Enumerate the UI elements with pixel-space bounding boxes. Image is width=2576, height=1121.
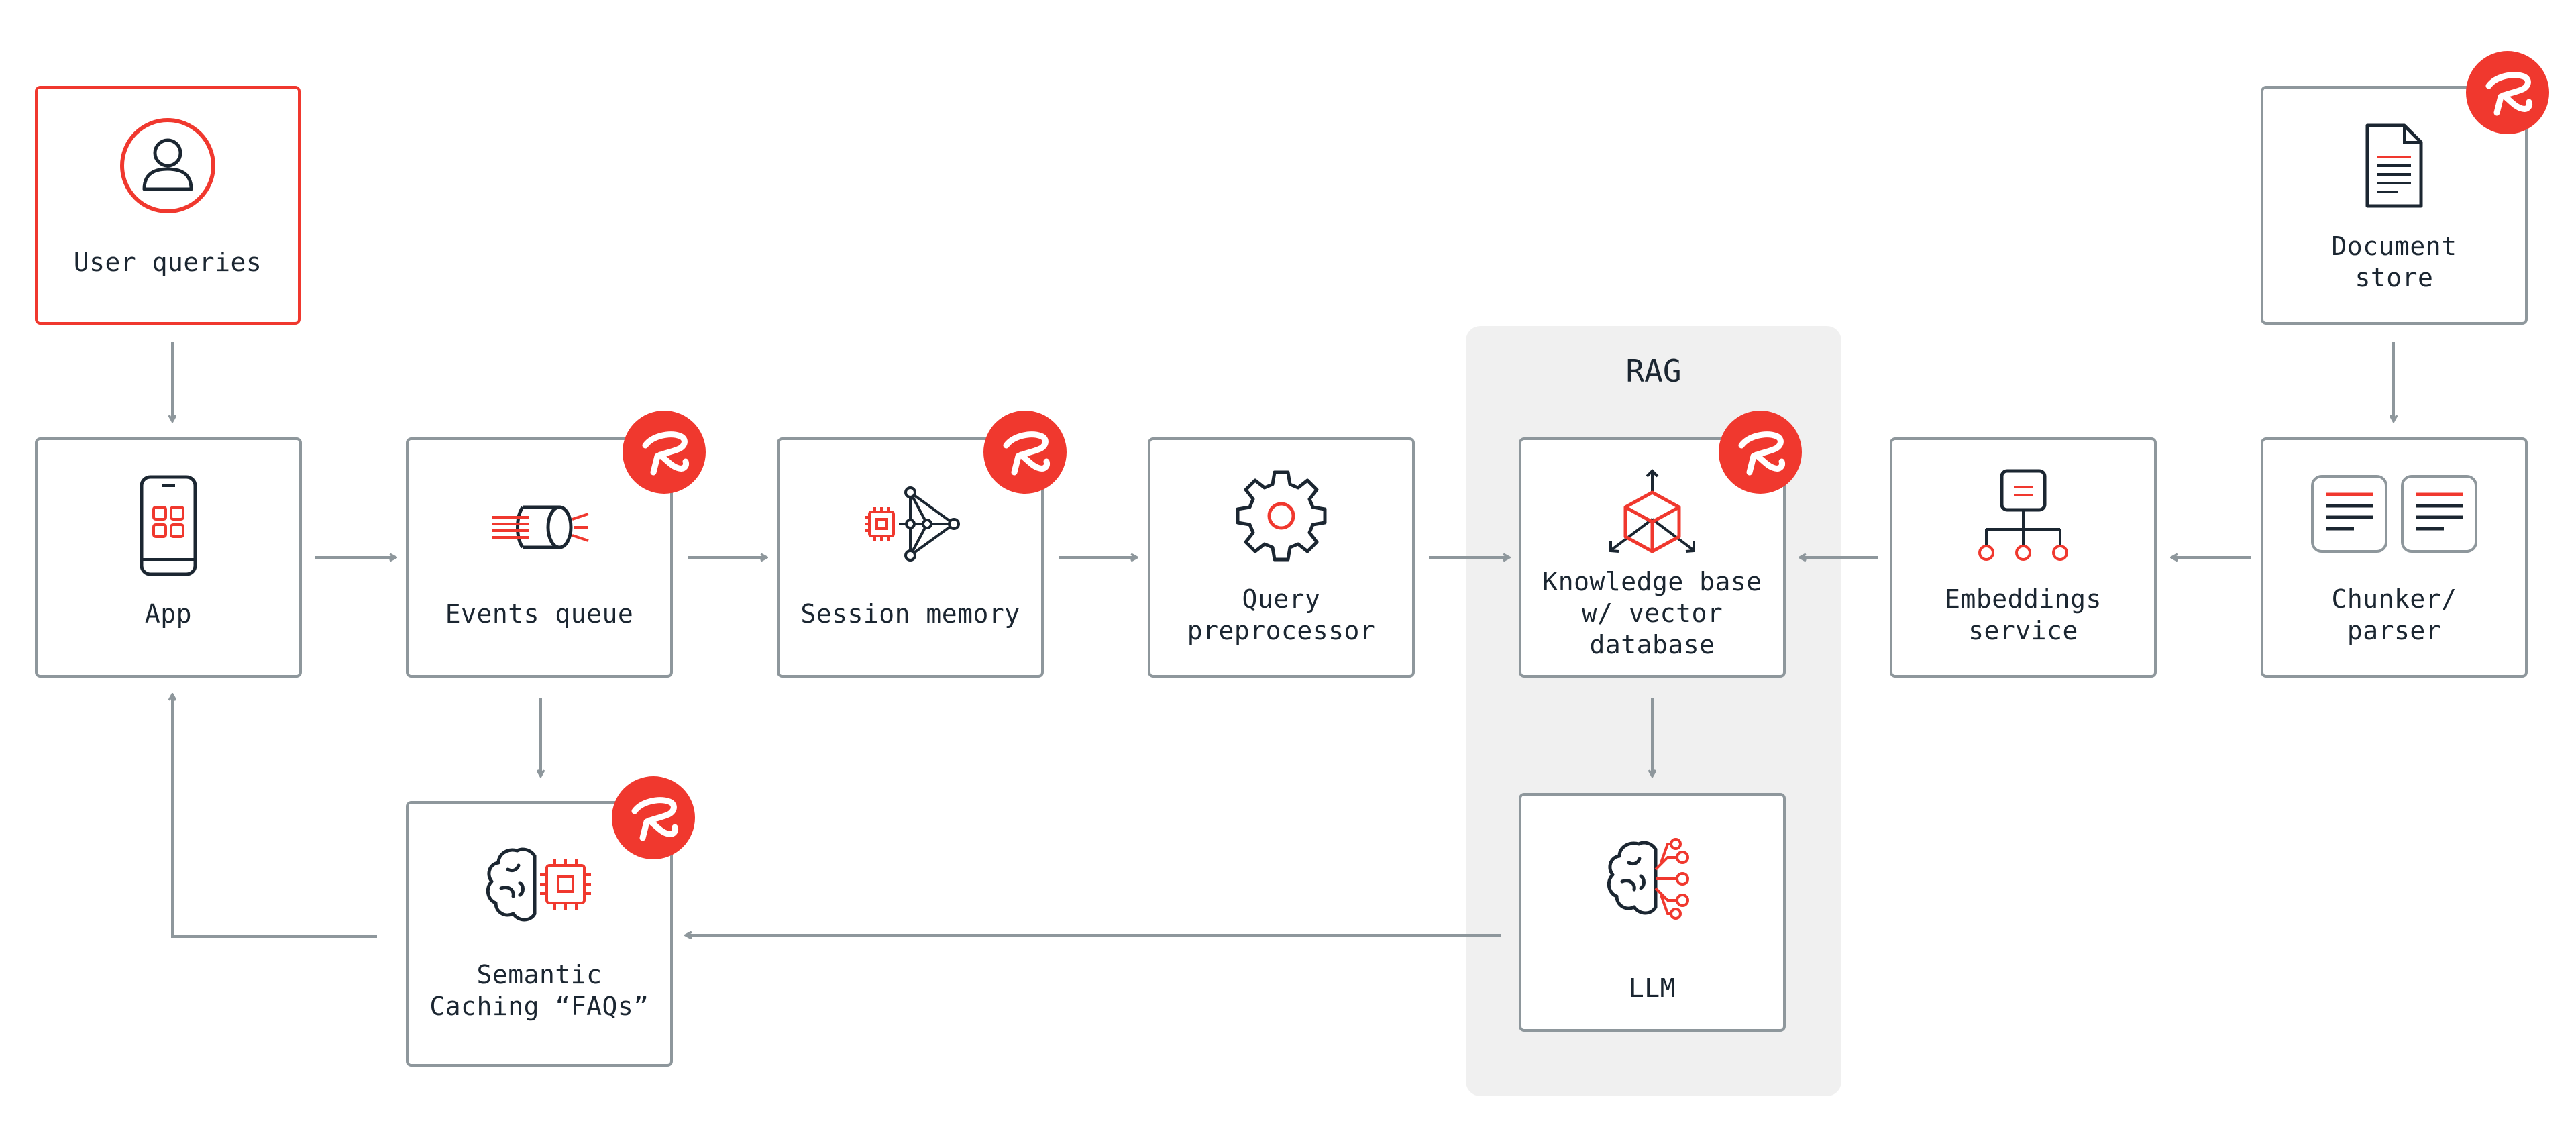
chip-network-icon (865, 486, 960, 562)
vector-cube-icon (1609, 469, 1695, 553)
label-query-preprocessor: Query preprocessor (1187, 584, 1376, 645)
label-document-store: Document store (2331, 231, 2457, 292)
smartphone-icon (140, 475, 197, 576)
label-user-queries: User queries (73, 248, 262, 277)
document-chunks-icon (2311, 475, 2477, 553)
rag-group-title: RAG (1625, 353, 1682, 389)
node-embeddings-service: Embeddings service (1890, 437, 2157, 678)
redis-logo-icon (612, 776, 695, 859)
user-icon (120, 118, 215, 213)
label-semantic-caching: Semantic Caching “FAQs” (429, 960, 649, 1021)
arrow-semantic-to-app (172, 694, 377, 938)
node-llm: LLM (1519, 793, 1786, 1032)
redis-logo-icon (623, 411, 706, 494)
node-query-preprocessor: Query preprocessor (1148, 437, 1415, 678)
node-chunker-parser: Chunker/ parser (2261, 437, 2528, 678)
label-events-queue: Events queue (445, 599, 634, 629)
label-session-memory: Session memory (800, 599, 1020, 629)
redis-logo-icon (2466, 51, 2549, 134)
brain-chip-icon (486, 847, 591, 922)
label-embeddings-service: Embeddings service (1945, 584, 2102, 645)
redis-logo-icon (1719, 411, 1802, 494)
redis-logo-icon (983, 411, 1067, 494)
label-llm: LLM (1628, 973, 1676, 1003)
label-chunker-parser: Chunker/ parser (2331, 584, 2457, 645)
label-app: App (144, 599, 193, 629)
queue-cylinder-icon (492, 505, 589, 549)
node-app: App (35, 437, 302, 678)
node-events-queue: Events queue (406, 437, 673, 678)
brain-network-icon (1607, 838, 1689, 920)
node-user-queries: User queries (35, 86, 301, 325)
hierarchy-icon (1978, 469, 2068, 561)
label-knowledge-base: Knowledge base w/ vector database (1542, 567, 1762, 659)
document-icon (2365, 123, 2423, 208)
gear-icon (1236, 470, 1327, 562)
